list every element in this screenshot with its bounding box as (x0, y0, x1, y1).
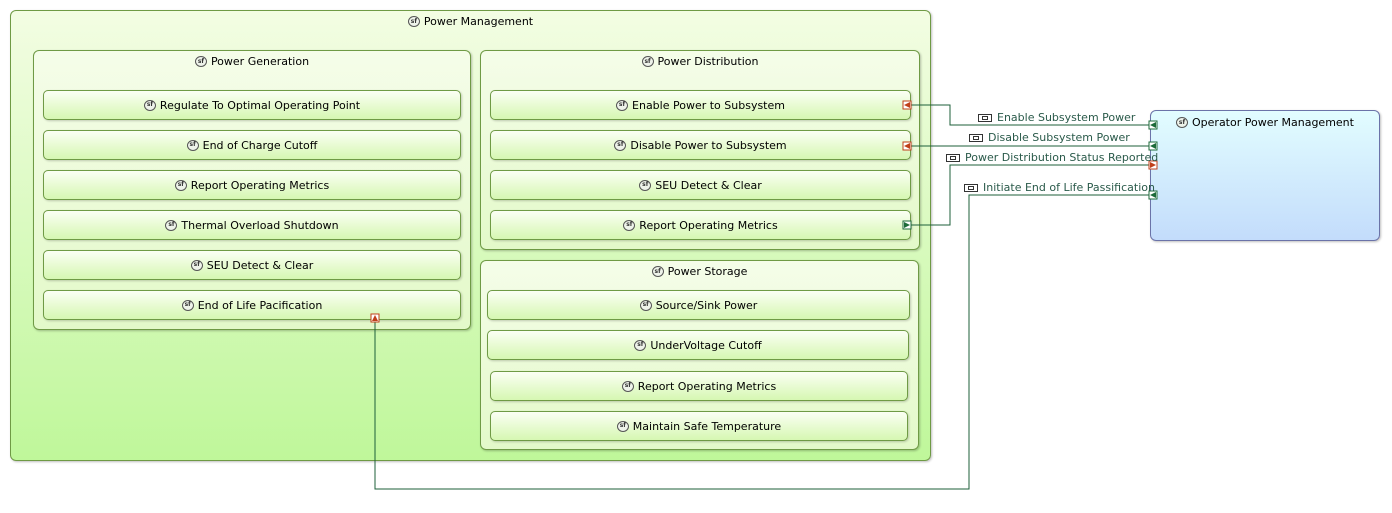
function-label: Report Operating Metrics (637, 379, 777, 393)
function-label: SEU Detect & Clear (655, 178, 762, 192)
power-generation-title: Power Generation (210, 55, 310, 68)
operator-power-management-title: Operator Power Management (1192, 116, 1354, 129)
sf-stereotype-icon: sf (623, 219, 636, 231)
sf-stereotype-icon: sf (174, 179, 187, 191)
sf-stereotype-icon: sf (194, 56, 207, 67)
sf-stereotype-icon: sf (639, 299, 652, 311)
exchange-label-text: Disable Subsystem Power (988, 131, 1130, 144)
function-label: SEU Detect & Clear (206, 258, 314, 272)
functional-exchange-icon (978, 113, 992, 122)
exchange-label-text: Initiate End of Life Passification (983, 181, 1155, 194)
port-arrow-icon (904, 102, 910, 108)
function-label: UnderVoltage Cutoff (650, 338, 762, 352)
function-label: Source/Sink Power (655, 298, 758, 312)
sf-stereotype-icon: sf (651, 266, 664, 277)
exchange-label-disable-subsystem-power[interactable]: Disable Subsystem Power (969, 131, 1130, 144)
functional-exchange-lines (374, 104, 1150, 490)
function-label: Maintain Safe Temperature (632, 419, 782, 433)
sf-stereotype-icon: sf (165, 219, 178, 231)
sf-stereotype-icon: sf (634, 339, 647, 351)
exchange-line-initiate-end-of-life[interactable] (374, 194, 1150, 490)
port-arrow-icon (372, 315, 378, 321)
port-arrow-icon (904, 222, 910, 228)
sf-stereotype-icon: sf (639, 179, 652, 191)
port-arrow-icon (904, 143, 910, 149)
function-label: Disable Power to Subsystem (630, 138, 787, 152)
exchange-label-text: Enable Subsystem Power (997, 111, 1136, 124)
power-distribution-title: Power Distribution (657, 55, 759, 68)
function-label: Report Operating Metrics (639, 218, 778, 232)
port-arrow-icon (1150, 143, 1156, 149)
power-distribution-header: sf Power Distribution (481, 55, 919, 68)
sf-stereotype-icon: sf (1176, 117, 1189, 128)
operator-power-management-block[interactable]: sf Operator Power Management (1150, 110, 1380, 241)
function-label: Report Operating Metrics (190, 178, 330, 192)
sf-stereotype-icon: sf (143, 99, 156, 111)
port-arrow-icon (1150, 122, 1156, 128)
sf-stereotype-icon: sf (616, 420, 629, 432)
exchange-label-text: Power Distribution Status Reported (965, 151, 1159, 164)
power-management-header: sf Power Management (11, 15, 930, 28)
power-storage-title: Power Storage (667, 265, 748, 278)
sf-stereotype-icon: sf (407, 16, 420, 27)
power-storage-header: sf Power Storage (481, 265, 918, 278)
function-label: End of Charge Cutoff (202, 138, 318, 152)
port-arrow-icon (1150, 162, 1156, 168)
sf-stereotype-icon: sf (190, 259, 203, 271)
sf-stereotype-icon: sf (614, 139, 627, 151)
functional-exchange-icon (946, 153, 960, 162)
sf-stereotype-icon: sf (641, 56, 654, 67)
function-label: Regulate To Optimal Operating Point (159, 98, 361, 112)
functional-exchange-icon (969, 133, 983, 142)
sf-stereotype-icon: sf (186, 139, 199, 151)
functional-exchange-icon (964, 183, 978, 192)
ports (370, 100, 1158, 323)
function-label: Enable Power to Subsystem (632, 98, 785, 112)
power-management-title: Power Management (423, 15, 534, 28)
power-generation-header: sf Power Generation (34, 55, 470, 68)
exchange-line-power-distribution-status[interactable] (911, 164, 1150, 226)
function-label: End of Life Pacification (197, 298, 323, 312)
sf-stereotype-icon: sf (616, 99, 629, 111)
operator-power-management-header: sf Operator Power Management (1151, 116, 1379, 129)
exchange-label-power-distribution-status[interactable]: Power Distribution Status Reported (946, 151, 1158, 164)
sf-stereotype-icon: sf (181, 299, 194, 311)
sf-stereotype-icon: sf (621, 380, 634, 392)
exchange-label-initiate-end-of-life[interactable]: Initiate End of Life Passification (964, 181, 1155, 194)
port-arrow-icon (1150, 192, 1156, 198)
exchange-line-enable-subsystem-power[interactable] (911, 104, 1150, 126)
function-label: Thermal Overload Shutdown (181, 218, 339, 232)
exchange-label-enable-subsystem-power[interactable]: Enable Subsystem Power (978, 111, 1135, 124)
